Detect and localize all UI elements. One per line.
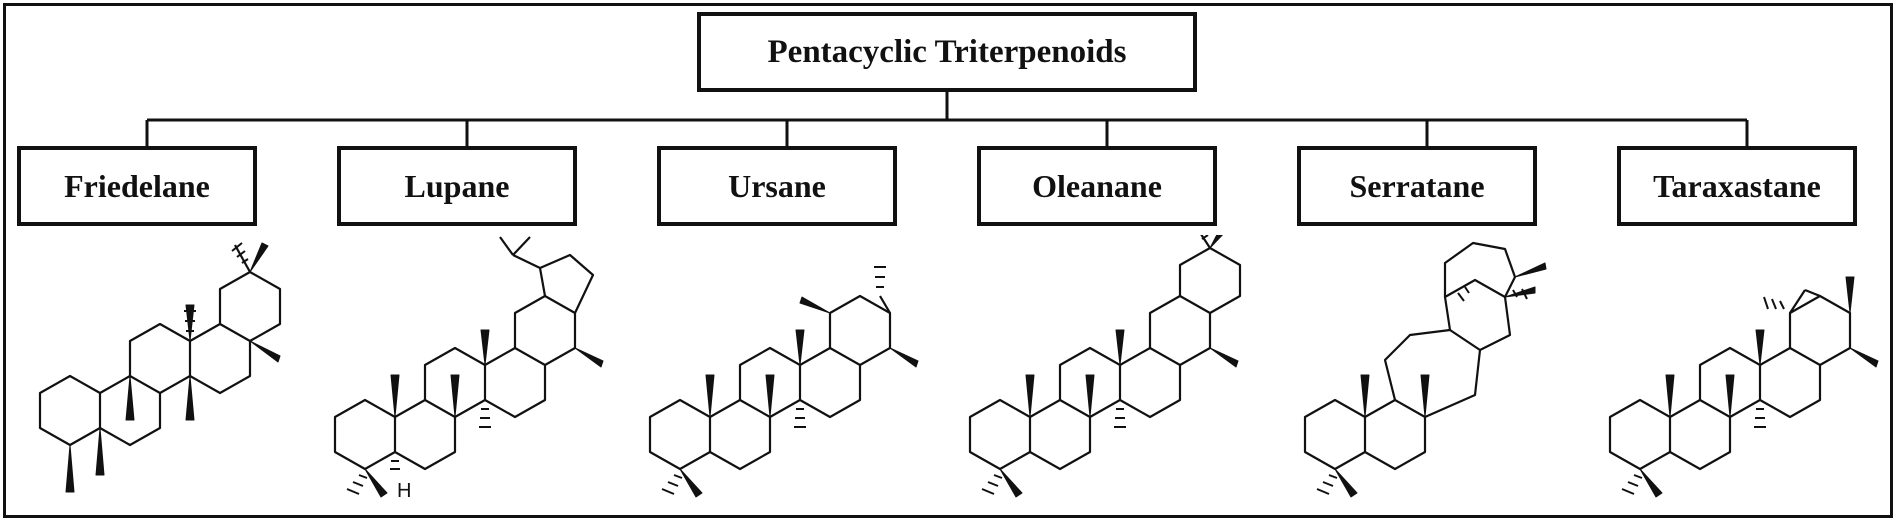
- class-label-taraxastane: Taraxastane: [1653, 167, 1821, 204]
- class-label-friedelane: Friedelane: [64, 167, 210, 204]
- structure-oleanane: [968, 235, 1242, 498]
- structure-serratane: [1303, 241, 1547, 498]
- structure-friedelane: [38, 242, 282, 493]
- root-box-pentacyclic-triterpenoids: Pentacyclic Triterpenoids: [697, 12, 1197, 92]
- class-box-ursane: Ursane: [657, 146, 897, 226]
- lupane-h-label: H: [397, 480, 411, 502]
- class-box-friedelane: Friedelane: [17, 146, 257, 226]
- outer-frame: [3, 3, 1893, 518]
- class-box-taraxastane: Taraxastane: [1617, 146, 1857, 226]
- structure-ursane: [648, 266, 919, 498]
- class-box-lupane: Lupane: [337, 146, 577, 226]
- class-label-ursane: Ursane: [728, 167, 826, 204]
- structure-taraxastane: [1608, 276, 1879, 498]
- class-label-serratane: Serratane: [1349, 167, 1485, 204]
- class-box-serratane: Serratane: [1297, 146, 1537, 226]
- class-box-oleanane: Oleanane: [977, 146, 1217, 226]
- class-label-oleanane: Oleanane: [1032, 167, 1162, 204]
- structure-lupane: H: [333, 236, 604, 502]
- root-label: Pentacyclic Triterpenoids: [767, 33, 1127, 70]
- class-label-lupane: Lupane: [404, 167, 510, 204]
